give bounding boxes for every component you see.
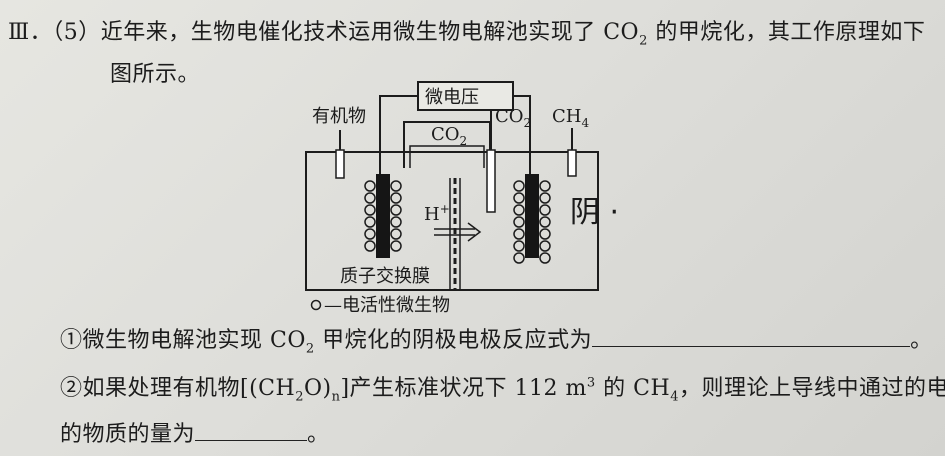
membrane-label: 质子交换膜 — [340, 266, 430, 287]
cathode-microbes — [513, 180, 551, 264]
co2-bridge-inner — [409, 145, 485, 168]
q1-answer-blank[interactable] — [592, 326, 911, 347]
q1-sub: 2 — [305, 341, 315, 357]
intro-text-a: 近年来，生物电催化技术运用微生物电解池实现了 CO — [100, 20, 640, 45]
co2-right-label: CO2 — [495, 106, 531, 130]
subquestion-1: ①微生物电解池实现 CO2 甲烷化的阴极电极反应式为 。 — [60, 322, 933, 356]
q2-text-d: 的 CH — [595, 376, 671, 401]
handwritten-note: 阴 · — [570, 195, 619, 230]
co2-right-inlet — [486, 149, 496, 213]
voltage-box — [417, 81, 514, 111]
legend-label: —电活性微生物 — [324, 295, 450, 316]
ch4-label: CH4 — [552, 106, 589, 130]
q1-text-b: 甲烷化的阴极电极反应式为 — [314, 328, 593, 353]
ch4-outlet — [567, 149, 577, 177]
q2-text-c: ]产生标准状况下 112 m — [340, 376, 587, 401]
q2-text-e: ，则理论上导线中通过的电子 — [678, 376, 945, 401]
external-wire-right — [513, 95, 531, 176]
electrolysis-tank — [305, 151, 599, 291]
proton-arrow — [434, 222, 482, 242]
proton-label: H+ — [424, 202, 450, 225]
organic-inlet — [335, 149, 345, 179]
external-wire — [379, 95, 418, 178]
voltage-label: 微电压 — [425, 87, 479, 108]
intro-text-c: 图所示。 — [110, 62, 201, 87]
part-number: Ⅲ． — [8, 20, 53, 45]
co2-center-label: CO2 — [431, 124, 467, 148]
q2-text-b: O) — [303, 376, 332, 401]
q2-text-a: ②如果处理有机物[(CH — [60, 376, 296, 401]
question-line-1: Ⅲ．（5）近年来，生物电催化技术运用微生物电解池实现了 CO2 的甲烷化，其工作… — [8, 14, 925, 48]
q3-text-a: 的物质的量为 — [60, 422, 196, 447]
q1-text-a: ①微生物电解池实现 CO — [60, 328, 306, 353]
q2-answer-blank[interactable] — [195, 420, 308, 441]
intro-text-b: 的甲烷化，其工作原理如下 — [647, 20, 926, 45]
intro-sub: 2 — [639, 33, 648, 49]
question-line-2: 图所示。 — [110, 56, 200, 88]
subquestion-2: ②如果处理有机物[(CH2O)n]产生标准状况下 112 m3 的 CH4，则理… — [60, 370, 945, 405]
anode-electrode — [376, 174, 390, 258]
q3-end: 。 — [307, 422, 330, 447]
question-number: （5） — [52, 20, 101, 45]
q1-end: 。 — [910, 328, 933, 353]
organic-label: 有机物 — [312, 106, 366, 127]
microbe-legend-icon — [310, 299, 322, 311]
subquestion-2-cont: 的物质的量为 。 — [60, 416, 330, 448]
anode-microbes — [364, 180, 402, 252]
cathode-electrode — [525, 174, 539, 258]
